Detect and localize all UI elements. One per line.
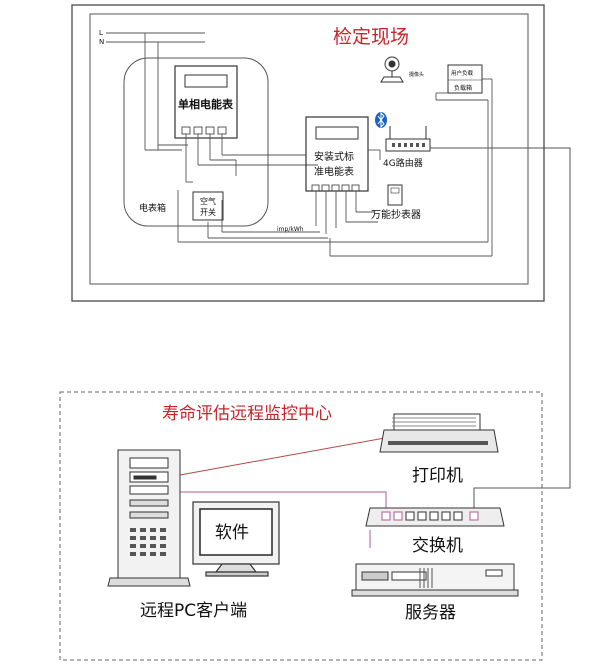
network-links	[178, 436, 391, 548]
printer-label: 打印机	[412, 466, 463, 486]
router-ports	[392, 143, 425, 147]
installed-meter-wiring	[315, 149, 381, 234]
switch-icon	[365, 507, 505, 527]
meter-box	[123, 57, 269, 227]
camera-icon	[380, 56, 404, 83]
load-wiring	[329, 78, 493, 257]
single-phase-meter	[174, 65, 238, 139]
server-icon	[351, 563, 519, 597]
user-load-label-1: 用户负载	[451, 69, 474, 77]
site-title: 检定现场	[333, 26, 409, 48]
line-n-label: N	[99, 38, 104, 46]
meter-wiring	[177, 134, 488, 243]
site-frame-outer	[71, 4, 545, 302]
switch-label: 交换机	[412, 536, 463, 556]
installed-meter-display	[315, 126, 359, 140]
single-phase-meter-label: 单相电能表	[178, 97, 234, 111]
universal-reader-label: 万能抄表器	[371, 208, 421, 221]
monitor-icon	[192, 501, 280, 577]
single-phase-meter-display	[184, 74, 228, 88]
bluetooth-icon	[375, 111, 387, 129]
installed-meter-terminals	[311, 184, 360, 192]
pulse-unit-label: imp/kWh	[277, 226, 304, 233]
pc-tower-icon	[107, 449, 191, 587]
site-frame-inner	[89, 13, 529, 285]
printer-icon	[379, 413, 499, 453]
installed-meter-label-2: 准电能表	[314, 165, 354, 178]
router	[385, 138, 431, 152]
meter-box-label: 电表箱	[139, 202, 166, 214]
user-load-label-2: 负载箱	[454, 84, 472, 92]
remote-pc-label: 远程PC客户端	[140, 601, 247, 621]
center-frame	[59, 391, 543, 661]
single-phase-meter-terminals	[181, 126, 227, 135]
air-switch-label-2: 开关	[200, 207, 216, 217]
router-label: 4G路由器	[383, 157, 423, 169]
line-l-label: L	[99, 29, 103, 37]
software-label: 软件	[215, 523, 249, 543]
universal-reader	[387, 184, 403, 206]
center-title: 寿命评估远程监控中心	[162, 404, 332, 424]
air-switch-label-1: 空气	[200, 196, 216, 206]
air-switch	[192, 191, 224, 221]
installed-meter-label-1: 安装式标	[314, 150, 354, 163]
power-lines	[106, 32, 205, 151]
camera-label: 摄像头	[409, 71, 424, 78]
server-label: 服务器	[405, 603, 456, 623]
router-switch-link	[430, 147, 571, 511]
